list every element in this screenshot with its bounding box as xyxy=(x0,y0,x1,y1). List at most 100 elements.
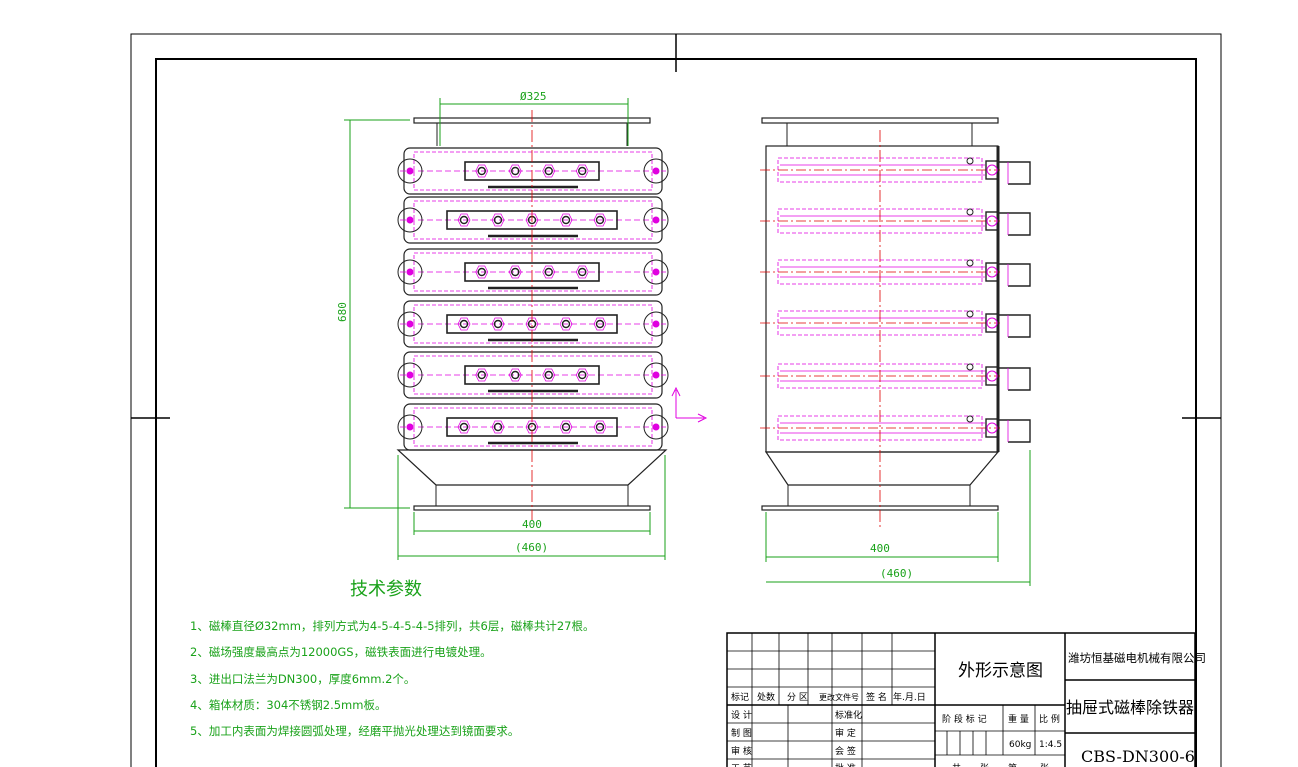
dim-diameter-325: Ø325 xyxy=(520,90,547,103)
magnet-rod xyxy=(477,370,486,380)
magnet-rod xyxy=(459,422,469,432)
tb-stage-mark: 阶 段 标 记 xyxy=(942,713,987,725)
side-hopper xyxy=(764,451,1000,486)
magnet-nut xyxy=(559,317,573,331)
side-drawer xyxy=(760,310,1031,338)
front-drawer xyxy=(397,196,669,244)
magnet-rod xyxy=(578,166,587,176)
side-clamp-ring xyxy=(986,317,998,329)
magnet-rod xyxy=(477,166,486,176)
tb-product-name: 抽屉式磁棒除铁器 xyxy=(1066,698,1194,717)
front-drawer xyxy=(397,300,669,348)
magnet-nut xyxy=(593,420,607,434)
drawer-handle-ring xyxy=(397,414,423,440)
magnet-nut xyxy=(457,317,471,331)
tb-row-draw: 制 图 xyxy=(731,727,752,739)
tb-company: 潍坊恒基磁电机械有限公司 xyxy=(1068,651,1206,665)
tech-params-title: 技术参数 xyxy=(350,579,422,600)
tech-param-1: 1、磁棒直径Ø32mm，排列方式为4-5-4-5-4-5排列，共6层，磁棒共计2… xyxy=(190,619,595,633)
drawer-handle-ring xyxy=(643,414,669,440)
side-clamp xyxy=(985,313,999,333)
drawer-handle-ring xyxy=(643,362,669,388)
magnet-rod xyxy=(544,370,553,380)
side-handle xyxy=(998,263,1031,287)
tb-approval-verify: 审 定 xyxy=(835,727,856,739)
side-handle xyxy=(998,314,1031,338)
tb-sheet-total-unit: 张 xyxy=(980,763,989,767)
side-drawer xyxy=(760,157,1031,185)
magnet-nut xyxy=(525,317,539,331)
side-drawer xyxy=(760,363,1031,391)
tech-param-4: 4、箱体材质：304不锈钢2.5mm板。 xyxy=(190,698,386,712)
magnet-rod xyxy=(511,166,520,176)
magnet-nut xyxy=(457,213,471,227)
title-block-text: 标记 处数 分 区 更改文件号 签 名 年.月.日 设 计 制 图 审 核 工 … xyxy=(731,651,1206,767)
tb-header-mark: 标记 xyxy=(731,691,749,703)
drawer-handle-ring xyxy=(643,259,669,285)
drawer-handle-dot xyxy=(406,216,414,224)
side-bolt xyxy=(966,259,974,267)
tech-param-5: 5、加工内表面为焊接圆弧处理，经磨平抛光处理达到镜面要求。 xyxy=(190,724,519,738)
title-block xyxy=(726,632,1196,767)
side-handle xyxy=(998,161,1031,185)
drawer-handle-ring xyxy=(643,158,669,184)
magnet-rod xyxy=(595,422,605,432)
magnet-nut xyxy=(457,420,471,434)
front-drawer xyxy=(397,403,669,451)
side-clamp xyxy=(985,262,999,282)
magnet-nut xyxy=(575,265,589,279)
magnet-nut xyxy=(559,213,573,227)
side-clamp xyxy=(985,211,999,231)
magnet-rod xyxy=(578,267,587,277)
side-view xyxy=(760,117,1031,530)
side-clamp xyxy=(985,160,999,180)
magnet-rod xyxy=(561,319,571,329)
magnet-rod xyxy=(493,215,503,225)
drawer-handle-dot xyxy=(652,371,660,379)
side-clamp-ring xyxy=(986,370,998,382)
side-bolt xyxy=(966,208,974,216)
tb-header-zone: 分 区 xyxy=(787,692,808,703)
dim-front-400: 400 xyxy=(522,518,542,531)
magnet-rod xyxy=(493,422,503,432)
front-dimensions xyxy=(344,98,666,560)
side-bolt xyxy=(966,363,974,371)
drawer-handle-ring xyxy=(643,311,669,337)
side-drawer xyxy=(760,259,1031,287)
side-drawers xyxy=(760,157,1031,443)
magnet-nut xyxy=(593,213,607,227)
magnet-nut xyxy=(491,213,505,227)
tb-weight-label: 重 量 xyxy=(1008,713,1029,725)
front-drawers xyxy=(397,147,669,451)
drawer-handle-dot xyxy=(406,423,414,431)
magnet-rod xyxy=(561,215,571,225)
magnet-rod xyxy=(578,370,587,380)
magnet-nut xyxy=(508,164,522,178)
magnet-rod xyxy=(595,215,605,225)
side-clamp-ring xyxy=(986,215,998,227)
drawer-handle-ring xyxy=(397,362,423,388)
side-clamp xyxy=(985,418,999,438)
magnet-rod xyxy=(511,370,520,380)
magnet-nut xyxy=(575,164,589,178)
drawer-handle-ring xyxy=(643,207,669,233)
tb-scale-label: 比 例 xyxy=(1039,713,1060,725)
magnet-nut xyxy=(575,368,589,382)
dim-height-680: 680 xyxy=(336,302,349,322)
magnet-nut xyxy=(593,317,607,331)
side-bolt xyxy=(966,157,974,165)
dim-side-400: 400 xyxy=(870,542,890,555)
magnet-nut xyxy=(475,164,489,178)
drawer-handle-dot xyxy=(652,320,660,328)
tb-row-process: 工 艺 xyxy=(731,763,752,767)
magnet-nut xyxy=(475,368,489,382)
side-clamp-ring xyxy=(986,266,998,278)
drawer-handle-dot xyxy=(652,167,660,175)
drawer-handle-dot xyxy=(406,268,414,276)
drawer-handle-dot xyxy=(652,268,660,276)
tb-approval-approve: 批 准 xyxy=(835,762,856,767)
side-clamp-ring xyxy=(986,422,998,434)
front-drawer xyxy=(397,147,669,195)
magnet-rod xyxy=(459,319,469,329)
